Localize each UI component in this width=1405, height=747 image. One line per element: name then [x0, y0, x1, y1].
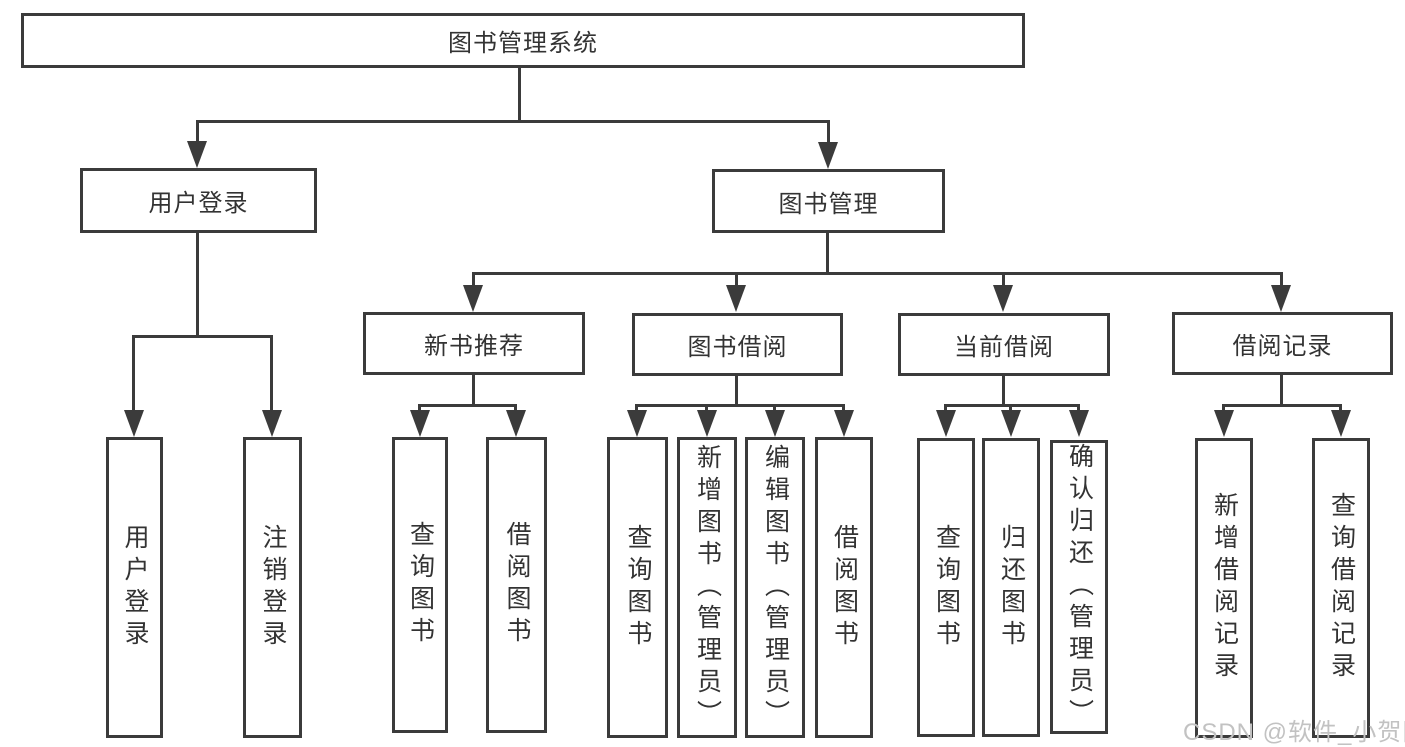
- leaf-bb-borrow: 借阅图书: [815, 437, 873, 738]
- connector-root-branch: [196, 120, 830, 123]
- arrow-down-icon: [834, 410, 854, 437]
- leaf-cb-query: 查询图书: [917, 438, 975, 737]
- connector-leaf-drop: [705, 404, 708, 413]
- node-user-login-label: 用户登录: [148, 190, 249, 217]
- connector-bookborrow-branch: [635, 404, 844, 407]
- connector-bookmgmt-branch: [472, 272, 1283, 275]
- connector-leaf-drop: [514, 404, 517, 413]
- connector-userlogin-stem: [196, 233, 199, 335]
- leaf-br-query-record-label: 查询借阅记录: [1327, 492, 1356, 684]
- connector-userlogin-drop: [196, 120, 199, 143]
- node-borrow-record-label: 借阅记录: [1232, 333, 1333, 360]
- node-book-mgmt-label: 图书管理: [778, 190, 879, 218]
- arrow-down-icon: [187, 141, 207, 168]
- arrow-down-icon: [697, 410, 717, 437]
- leaf-newbook-query-label: 查询图书: [406, 521, 435, 649]
- leaf-cb-return: 归还图书: [982, 438, 1040, 737]
- connector-currentborrow-stem: [1002, 376, 1005, 406]
- connector-currentborrow-drop: [1002, 272, 1005, 288]
- leaf-br-add-record-label: 新增借阅记录: [1210, 492, 1239, 684]
- connector-bookborrow-drop: [735, 272, 738, 288]
- leaf-newbook-borrow-label: 借阅图书: [503, 521, 531, 649]
- node-current-borrow: 当前借阅: [898, 313, 1110, 376]
- connector-userlogin-branch: [132, 335, 272, 338]
- connector-leaf-drop: [773, 404, 776, 413]
- arrow-down-icon: [726, 285, 746, 312]
- arrow-down-icon: [765, 410, 785, 437]
- connector-leaf-drop: [842, 404, 845, 413]
- arrow-down-icon: [410, 410, 430, 437]
- connector-leaf-drop: [418, 404, 421, 413]
- connector-userlogin-leaf1-drop: [132, 335, 135, 413]
- connector-bookmgmt-stem: [826, 233, 829, 274]
- arrow-down-icon: [124, 410, 144, 437]
- leaf-newbook-borrow: 借阅图书: [486, 437, 547, 733]
- node-user-login: 用户登录: [80, 168, 317, 233]
- arrow-down-icon: [463, 285, 483, 312]
- leaf-bb-edit-admin: 编辑图书（管理员）: [745, 437, 805, 738]
- arrow-down-icon: [1001, 410, 1021, 437]
- connector-borrowrecord-drop: [1280, 272, 1283, 288]
- arrow-down-icon: [936, 410, 956, 437]
- arrow-down-icon: [993, 285, 1013, 312]
- leaf-bb-borrow-label: 借阅图书: [830, 523, 859, 652]
- leaf-user-login-label: 用户登录: [121, 523, 149, 652]
- leaf-bb-query-label: 查询图书: [624, 523, 652, 652]
- connector-newbook-branch: [418, 404, 516, 407]
- connector-bookmgmt-drop: [827, 120, 830, 144]
- node-book-mgmt: 图书管理: [712, 169, 945, 233]
- leaf-bb-edit-admin-label: 编辑图书（管理员）: [761, 443, 790, 732]
- leaf-br-add-record: 新增借阅记录: [1195, 438, 1253, 738]
- leaf-bb-query: 查询图书: [607, 437, 668, 738]
- connector-leaf-drop: [944, 404, 947, 413]
- leaf-user-login: 用户登录: [106, 437, 163, 738]
- node-new-book: 新书推荐: [363, 312, 585, 375]
- node-root: 图书管理系统: [21, 13, 1025, 68]
- connector-newbook-stem: [472, 375, 475, 406]
- node-current-borrow-label: 当前借阅: [954, 334, 1054, 361]
- node-root-label: 图书管理系统: [448, 30, 598, 57]
- arrow-down-icon: [1271, 285, 1291, 312]
- leaf-logout-label: 注销登录: [259, 523, 287, 652]
- connector-leaf-drop: [635, 404, 638, 413]
- connector-borrowrecord-stem: [1280, 375, 1283, 406]
- arrow-down-icon: [506, 410, 526, 437]
- arrow-down-icon: [1214, 410, 1234, 437]
- leaf-cb-confirm-admin-label: 确认归还（管理员）: [1065, 443, 1094, 731]
- connector-root-stem: [518, 68, 521, 122]
- leaf-logout: 注销登录: [243, 437, 302, 738]
- arrow-down-icon: [1069, 410, 1089, 437]
- node-borrow-record: 借阅记录: [1172, 312, 1393, 375]
- csdn-watermark: CSDN @软件_小贺同学: [1183, 719, 1405, 746]
- arrow-down-icon: [262, 410, 282, 437]
- connector-userlogin-leaf2-drop: [270, 335, 273, 413]
- connector-leaf-drop: [1009, 404, 1012, 413]
- connector-newbook-drop: [472, 272, 475, 288]
- leaf-cb-query-label: 查询图书: [932, 523, 961, 652]
- node-book-borrow: 图书借阅: [632, 313, 843, 376]
- arrow-down-icon: [1331, 410, 1351, 437]
- connector-bookborrow-stem: [735, 376, 738, 406]
- leaf-br-query-record: 查询借阅记录: [1312, 438, 1370, 738]
- arrow-down-icon: [627, 410, 647, 437]
- connector-borrowrecord-branch: [1222, 404, 1341, 407]
- connector-leaf-drop: [1222, 404, 1225, 413]
- leaf-bb-add-admin-label: 新增图书（管理员）: [693, 443, 722, 732]
- node-new-book-label: 新书推荐: [424, 333, 524, 360]
- arrow-down-icon: [818, 142, 838, 169]
- leaf-bb-add-admin: 新增图书（管理员）: [677, 437, 737, 738]
- leaf-newbook-query: 查询图书: [392, 437, 448, 733]
- leaf-cb-confirm-admin: 确认归还（管理员）: [1050, 440, 1108, 734]
- connector-leaf-drop: [1077, 404, 1080, 413]
- connector-leaf-drop: [1339, 404, 1342, 413]
- leaf-cb-return-label: 归还图书: [997, 523, 1026, 652]
- node-book-borrow-label: 图书借阅: [687, 334, 788, 361]
